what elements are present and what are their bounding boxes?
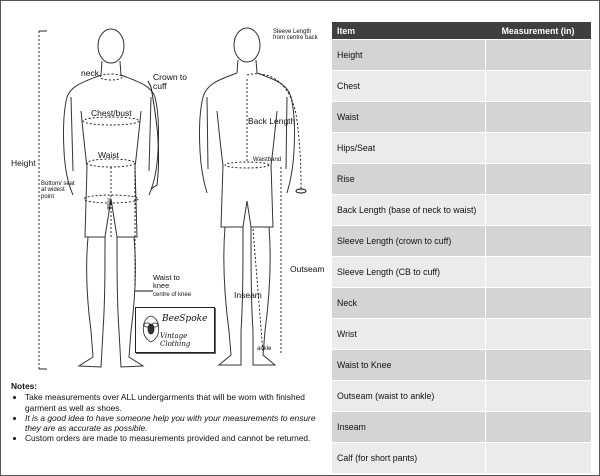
- measurement-cell[interactable]: [484, 194, 591, 226]
- label-centre-of-knee: centre of knee: [153, 292, 192, 298]
- item-cell: Waist: [332, 101, 485, 133]
- table-row: Neck: [332, 287, 591, 319]
- measurement-table: Item Measurement (in) Height Chest Waist…: [332, 22, 591, 473]
- logo-subtitle: Vintage Clothing: [160, 332, 191, 348]
- label-outseam: Outseam: [290, 264, 325, 274]
- label-neck: neck: [81, 68, 99, 78]
- measurement-figures: neck Crown to cuff Chest/bust Waist Heig…: [1, 1, 326, 379]
- bee-emblem-icon: [142, 315, 160, 343]
- item-cell: Calf (for short pants): [332, 442, 485, 473]
- label-sleeve-length: Sleeve Length from centre back: [273, 29, 318, 42]
- item-cell: Neck: [332, 287, 485, 319]
- label-crown-to-cuff: Crown to cuff: [153, 72, 188, 91]
- column-header-measurement: Measurement (in): [485, 22, 591, 40]
- logo-title: BeeSpoke: [162, 314, 208, 324]
- column-header-item: Item: [332, 22, 485, 40]
- item-cell: Sleeve Length (crown to cuff): [332, 225, 485, 257]
- measurement-cell[interactable]: [484, 101, 591, 133]
- table-row: Sleeve Length (crown to cuff): [332, 225, 591, 257]
- measurement-cell[interactable]: [484, 70, 591, 102]
- item-cell: Wrist: [332, 318, 485, 350]
- item-cell: Back Length (base of neck to waist): [332, 194, 485, 226]
- table-row: Wrist: [332, 318, 591, 350]
- label-inseam: Inseam: [234, 290, 262, 300]
- measurement-cell[interactable]: [484, 256, 591, 288]
- label-ankle: ankle: [257, 346, 272, 352]
- measurement-cell[interactable]: [484, 132, 591, 164]
- item-cell: Rise: [332, 163, 485, 195]
- table-row: Chest: [332, 70, 591, 102]
- measurement-cell[interactable]: [484, 287, 591, 319]
- measurement-cell[interactable]: [484, 163, 591, 195]
- measurement-cell[interactable]: [484, 318, 591, 350]
- notes-list: Take measurements over ALL undergarments…: [11, 392, 321, 443]
- label-rise: Rise: [105, 198, 112, 211]
- beespoke-logo: BeeSpoke Vintage Clothing: [135, 307, 215, 353]
- measurement-cell[interactable]: [484, 380, 591, 412]
- table-row: Calf (for short pants): [332, 442, 591, 473]
- label-waistband: Waistband: [253, 157, 282, 163]
- table-header-row: Item Measurement (in): [332, 22, 591, 40]
- table-row: Waist: [332, 101, 591, 133]
- label-chest-bust: Chest/bust: [91, 108, 132, 118]
- measurement-cell[interactable]: [484, 349, 591, 381]
- item-cell: Sleeve Length (CB to cuff): [332, 256, 485, 288]
- notes-title: Notes:: [11, 381, 38, 391]
- measurement-cell[interactable]: [484, 442, 591, 473]
- table-row: Outseam (waist to ankle): [332, 380, 591, 412]
- item-cell: Outseam (waist to ankle): [332, 380, 485, 412]
- body-outline-illustration: [38, 27, 307, 370]
- note-item: Custom orders are made to measurements p…: [25, 433, 321, 443]
- note-item: Take measurements over ALL undergarments…: [25, 392, 321, 413]
- label-waist: Waist: [98, 150, 119, 160]
- label-waist-to-knee: Waist to knee: [153, 273, 180, 290]
- item-cell: Waist to Knee: [332, 349, 485, 381]
- table-row: Hips/Seat: [332, 132, 591, 164]
- label-bottom-seat: Bottom/ seat at widest point: [41, 181, 75, 200]
- measurement-cell[interactable]: [484, 411, 591, 443]
- note-item: It is a good idea to have someone help y…: [25, 413, 321, 434]
- measurement-cell[interactable]: [484, 225, 591, 257]
- item-cell: Inseam: [332, 411, 485, 443]
- item-cell: Hips/Seat: [332, 132, 485, 164]
- notes-section: Notes: Take measurements over ALL underg…: [11, 381, 321, 444]
- table-row: Waist to Knee: [332, 349, 591, 381]
- table-row: Rise: [332, 163, 591, 195]
- measurement-cell[interactable]: [484, 39, 591, 71]
- table-row: Inseam: [332, 411, 591, 443]
- table-row: Back Length (base of neck to waist): [332, 194, 591, 226]
- item-cell: Chest: [332, 70, 485, 102]
- label-back-length: Back Length: [248, 116, 296, 126]
- label-height: Height: [11, 158, 36, 168]
- table-row: Height: [332, 39, 591, 71]
- table-row: Sleeve Length (CB to cuff): [332, 256, 591, 288]
- item-cell: Height: [332, 39, 485, 71]
